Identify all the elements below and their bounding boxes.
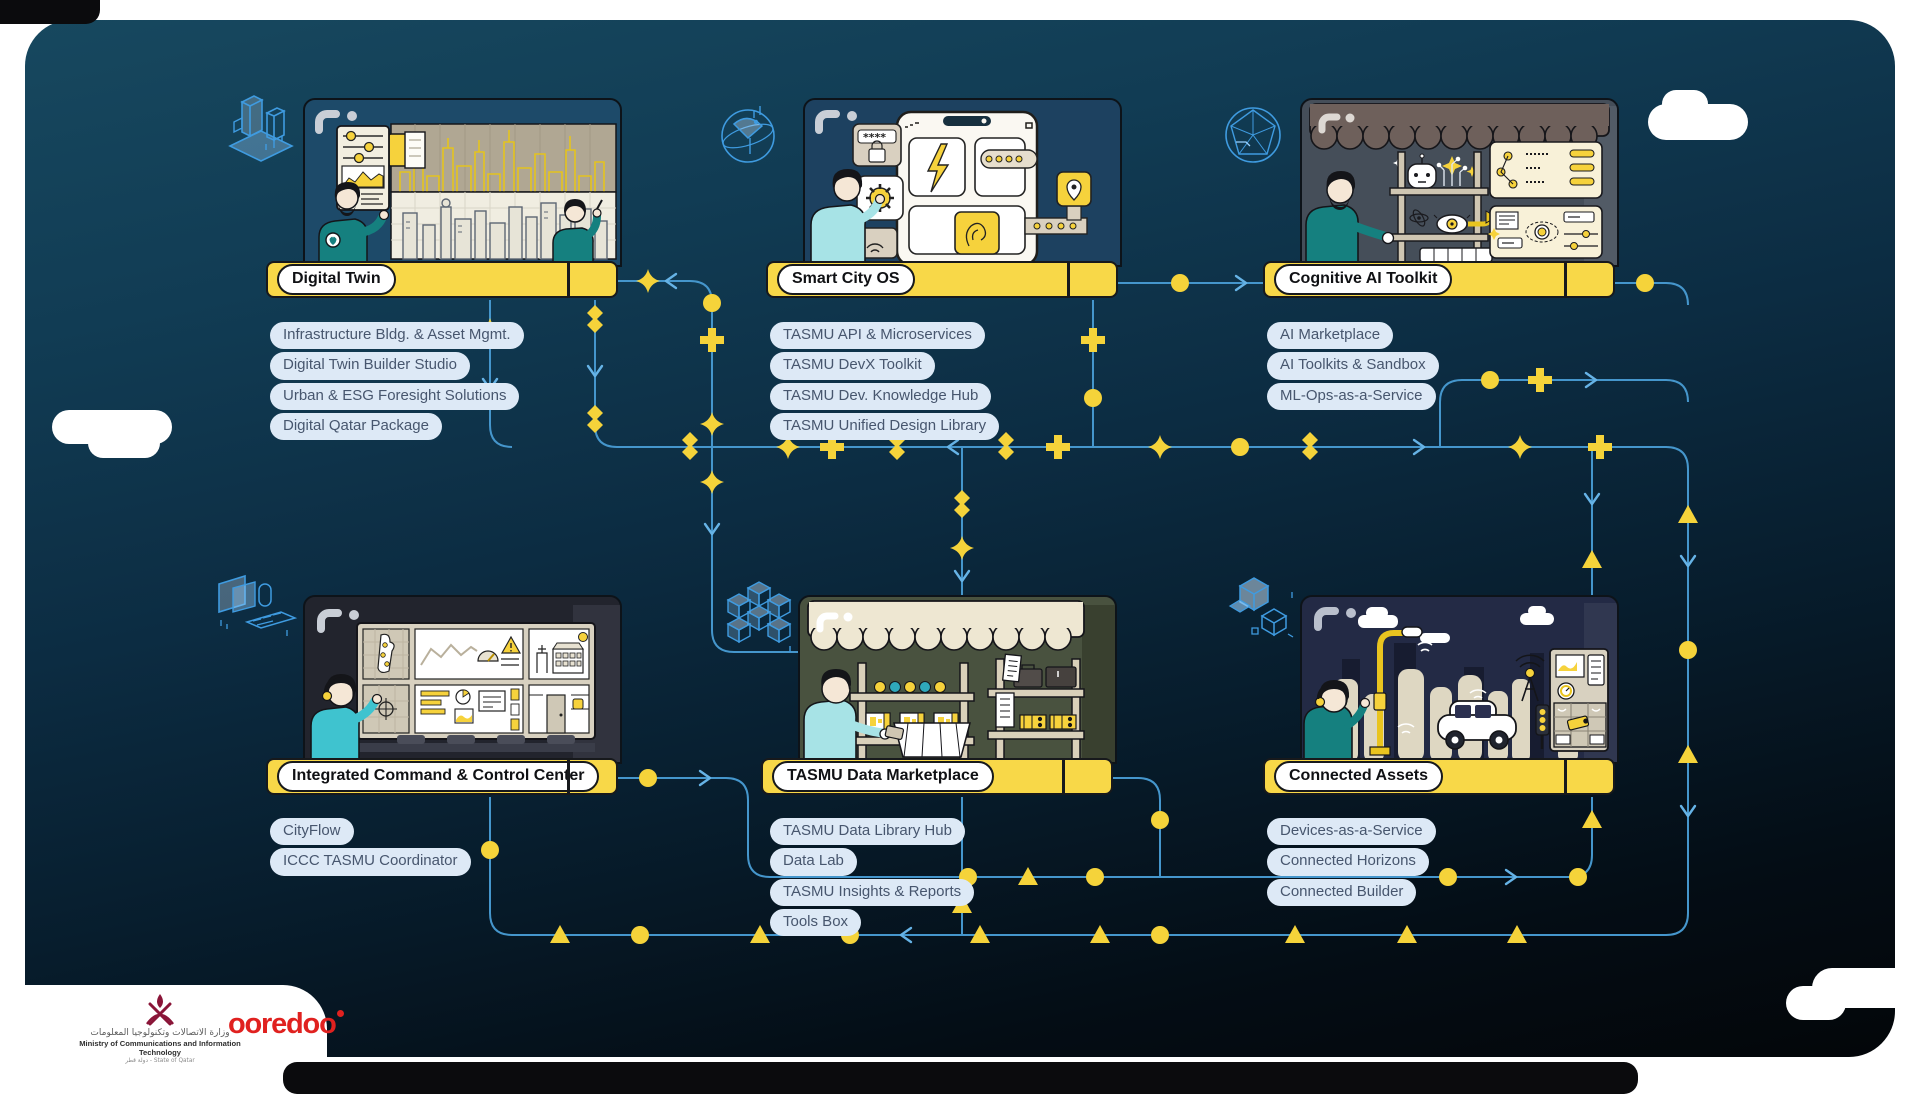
connected-assets-label: Connected Assets — [1274, 761, 1443, 792]
digital-twin-icon — [228, 95, 294, 162]
service-pill: Infrastructure Bldg. & Asset Mgmt. — [270, 322, 524, 350]
connected-assets-icon — [1228, 577, 1294, 638]
cognitive-ai-panel — [1300, 98, 1619, 267]
bottom-black-bar — [283, 1062, 1638, 1094]
data-marketplace-label: TASMU Data Marketplace — [772, 761, 994, 792]
ooredoo-logo: ooredoo — [228, 1008, 344, 1041]
service-pill: TASMU API & Microservices — [770, 322, 985, 350]
person-digital-twin-right — [552, 199, 603, 265]
service-pill: AI Marketplace — [1267, 322, 1394, 350]
digital-twin-label: Digital Twin — [277, 264, 396, 295]
service-pill: ICCC TASMU Coordinator — [270, 848, 471, 876]
frame-bracket-icon — [1314, 607, 1339, 631]
ministry-emblem-icon — [146, 994, 174, 1026]
iccc-illustration — [310, 605, 620, 762]
digital-twin-panel — [303, 98, 622, 267]
connected-assets-illustration — [1303, 603, 1617, 762]
smart-city-os-icon — [721, 106, 775, 163]
frame-bracket-icon — [315, 110, 340, 134]
person-iccc — [310, 674, 383, 762]
service-pill: ML-Ops-as-a-Service — [1267, 382, 1436, 410]
cognitive-ai-label: Cognitive AI Toolkit — [1274, 264, 1453, 295]
cloud-top-right-bump — [1662, 90, 1708, 118]
digital-twin-services: Infrastructure Bldg. & Asset Mgmt.Digita… — [270, 322, 524, 440]
cognitive-ai-icon — [1225, 107, 1281, 163]
service-pill: AI Toolkits & Sandbox — [1267, 352, 1439, 380]
service-pill: Connected Horizons — [1267, 848, 1429, 876]
cognitive-ai-bar: Cognitive AI Toolkit — [1263, 261, 1615, 298]
data-marketplace-icon — [727, 581, 791, 652]
ministry-logo: وزارة الاتصالات وتكنولوجيا المعلومات Min… — [60, 992, 260, 1064]
service-pill: TASMU Dev. Knowledge Hub — [770, 382, 992, 410]
service-pill: TASMU Unified Design Library — [770, 412, 1000, 440]
service-pill: Digital Twin Builder Studio — [270, 352, 470, 380]
data-marketplace-bar: TASMU Data Marketplace — [761, 758, 1113, 795]
frame-bracket-icon — [317, 609, 342, 633]
smart-city-os-label: Smart City OS — [777, 264, 915, 295]
smart-city-os-bar: Smart City OS — [766, 261, 1118, 298]
iccc-bar: Integrated Command & Control Center — [266, 758, 618, 795]
ooredoo-dot-icon — [336, 1010, 344, 1017]
corner-black-tab — [0, 0, 100, 24]
smart-city-os-panel: **** — [803, 98, 1122, 267]
service-pill: TASMU Insights & Reports — [770, 878, 975, 906]
service-pill: Tools Box — [770, 908, 862, 936]
service-pill: CityFlow — [270, 818, 354, 846]
service-pill: Data Lab — [770, 848, 857, 876]
iccc-label: Integrated Command & Control Center — [277, 761, 600, 792]
service-pill: TASMU DevX Toolkit — [770, 352, 935, 380]
person-cognitive-ai — [1305, 171, 1395, 265]
service-pill: Digital Qatar Package — [270, 412, 442, 440]
smart-city-os-illustration: **** — [810, 110, 1092, 265]
service-pill: Connected Builder — [1267, 878, 1417, 906]
cloud-left-bump — [88, 428, 160, 458]
iccc-icon — [218, 574, 298, 636]
frame-bracket-icon — [1318, 113, 1341, 134]
service-pill: TASMU Data Library Hub — [770, 818, 965, 846]
iccc-panel — [303, 595, 622, 764]
data-marketplace-illustration — [803, 600, 1115, 762]
service-pill: Devices-as-a-Service — [1267, 818, 1436, 846]
person-digital-twin-left — [318, 182, 390, 265]
cloud-bottom-right-bump — [1786, 986, 1846, 1020]
footer-logo-area — [25, 985, 327, 1058]
connected-assets-panel — [1300, 595, 1619, 764]
data-marketplace-panel — [798, 595, 1117, 764]
connected-assets-bar: Connected Assets — [1263, 758, 1615, 795]
cognitive-ai-illustration — [1305, 103, 1617, 265]
digital-twin-bar: Digital Twin — [266, 261, 618, 298]
person-smart-city — [810, 169, 886, 265]
svg-text:****: **** — [863, 131, 886, 144]
digital-twin-illustration — [315, 110, 617, 265]
frame-bracket-icon — [815, 110, 840, 134]
service-pill: Urban & ESG Foresight Solutions — [270, 382, 520, 410]
